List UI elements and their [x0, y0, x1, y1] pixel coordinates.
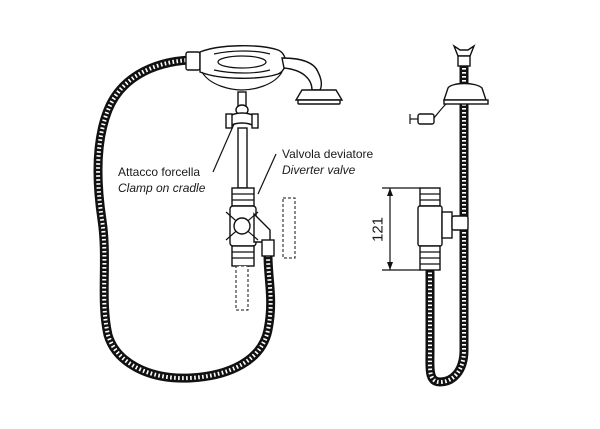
valve-leader [257, 153, 277, 195]
handset-hose-nut [185, 51, 201, 71]
hidden-pipe-side [282, 197, 296, 259]
front-view [93, 45, 344, 383]
diverter-valve [225, 187, 275, 267]
hidden-pipe-lower [235, 265, 249, 311]
clamp-label-italian: Attacco forcella [118, 165, 201, 179]
clamp-label-english: Clamp on cradle [118, 181, 206, 195]
dimension-line [382, 187, 420, 271]
hand-shower [199, 45, 344, 105]
side-cradle [452, 44, 476, 67]
side-hose [425, 55, 469, 387]
valve-label-english: Diverter valve [282, 163, 356, 177]
riser-pipe [237, 127, 248, 189]
front-hose [93, 55, 276, 383]
side-view [382, 44, 489, 387]
side-valve [417, 187, 469, 271]
clamp-leader [212, 123, 235, 173]
dimension-value: 121 [369, 216, 387, 243]
valve-label-italian: Valvola deviatore [282, 147, 374, 161]
side-shower-head [409, 82, 489, 125]
clamp-on-cradle [225, 91, 259, 129]
